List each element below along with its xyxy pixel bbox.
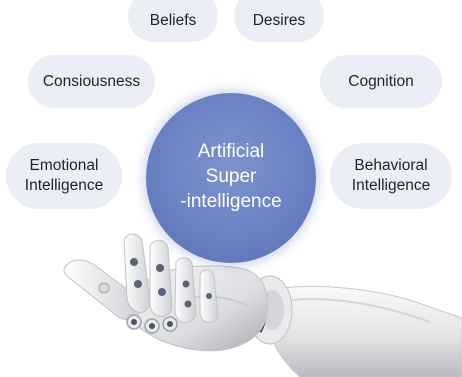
- asi-center-circle: Artificial Super -intelligence: [146, 93, 316, 263]
- cognition-node: Cognition: [320, 55, 442, 108]
- desires-label: Desires: [252, 12, 306, 29]
- emotional-label-line1: Emotional: [29, 157, 99, 174]
- cognition-label: Cognition: [348, 72, 414, 90]
- behavioral-label-line2: Intelligence: [351, 177, 431, 194]
- desires-node: Desires: [234, 0, 324, 42]
- beliefs-label: Beliefs: [149, 12, 197, 29]
- behavioral-intelligence-node: Behavioral Intelligence: [330, 143, 452, 209]
- consciousness-node: Consiousness: [28, 55, 155, 108]
- behavioral-label-line1: Behavioral: [354, 157, 428, 174]
- asi-line3: -intelligence: [180, 190, 282, 212]
- asi-line2: Super: [205, 165, 257, 187]
- asi-center-label: Artificial Super -intelligence: [180, 139, 281, 214]
- consciousness-label: Consiousness: [42, 72, 141, 90]
- emotional-intelligence-node: Emotional Intelligence: [6, 143, 122, 209]
- beliefs-node: Beliefs: [128, 0, 218, 42]
- emotional-label-line2: Intelligence: [24, 177, 104, 194]
- asi-line1: Artificial: [197, 140, 265, 162]
